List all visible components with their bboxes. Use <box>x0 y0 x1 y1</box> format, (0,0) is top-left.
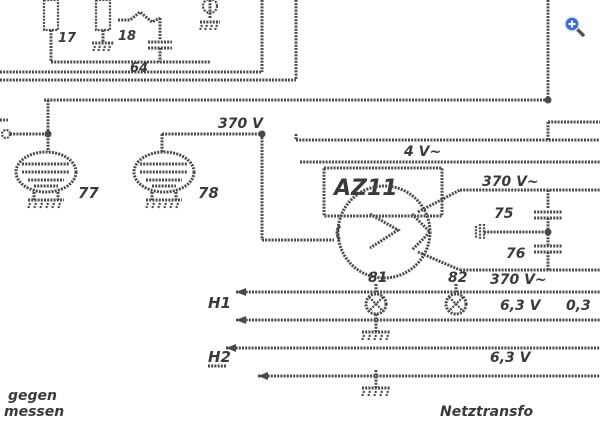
resistor-18 <box>94 0 112 32</box>
label-370v-tr-top: 370 V~ <box>482 174 539 190</box>
az11-heater-loop <box>322 166 444 218</box>
caption-messen: messen <box>4 404 64 420</box>
label-370v-tr-bot: 370 V~ <box>490 272 547 288</box>
resistor-17 <box>42 0 60 32</box>
label-0v3: 0,3 <box>566 298 591 314</box>
tube-78: 78 <box>132 132 262 210</box>
label-76: 76 <box>506 246 526 262</box>
label-18: 18 <box>118 29 136 44</box>
label-4v: 4 V~ <box>403 144 441 160</box>
tube-77: 77 <box>0 100 99 210</box>
zoom-in-button[interactable] <box>562 14 586 38</box>
label-75: 75 <box>494 206 514 222</box>
top-components: 17 18 64 <box>0 0 552 104</box>
label-6v3-a: 6,3 V <box>500 298 542 314</box>
label-17: 17 <box>58 31 77 46</box>
label-82: 82 <box>448 270 467 286</box>
label-64: 64 <box>130 61 148 76</box>
label-81: 81 <box>368 270 387 286</box>
heater-lines: H1 H2 81 82 6,3 V 0,3 6,3 V <box>208 270 600 398</box>
pilot-lamp-82 <box>444 292 468 316</box>
label-77: 77 <box>78 184 99 202</box>
caption-netztransfo: Netztransfo <box>440 404 533 420</box>
label-h2: H2 <box>208 348 231 366</box>
label-78: 78 <box>198 184 219 202</box>
label-370v-top: 370 V <box>218 116 264 132</box>
pilot-lamp-81 <box>364 292 388 316</box>
label-az11: AZ11 <box>332 176 398 201</box>
rectifier-section: 370 V 4 V~ AZ11 370 V~ 370 V~ 75 76 <box>218 116 600 288</box>
label-6v3-b: 6,3 V <box>490 350 532 366</box>
zoom-in-icon <box>564 16 585 37</box>
label-h1: H1 <box>208 294 231 312</box>
ground-symbol <box>91 41 114 53</box>
caption-gegen: gegen <box>8 388 57 404</box>
